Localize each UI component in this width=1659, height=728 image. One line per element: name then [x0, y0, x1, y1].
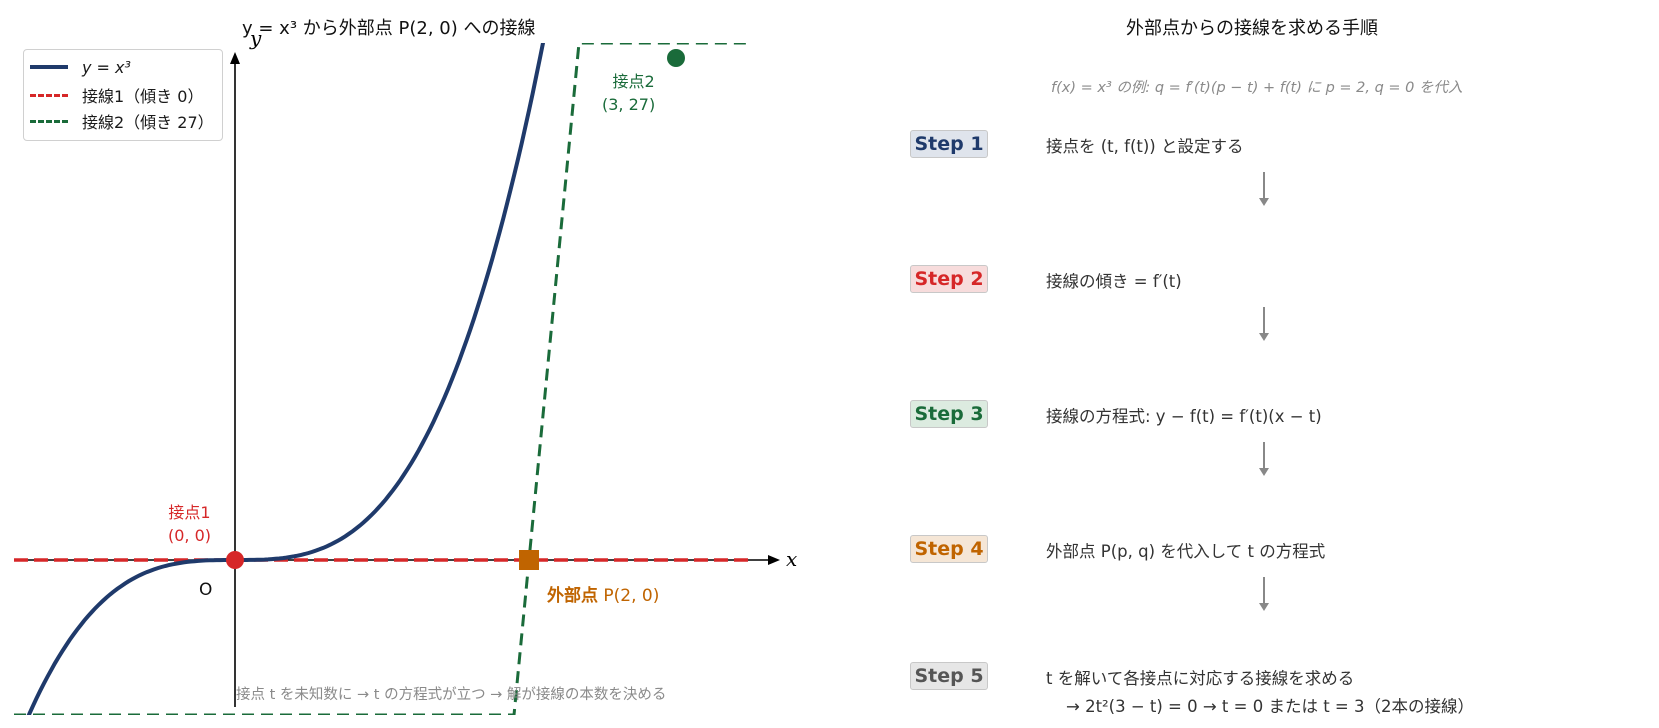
- external-point-marker: [519, 550, 539, 570]
- origin-label: O: [199, 580, 213, 600]
- chart-legend: y = x³ 接線1（傾き 0） 接線2（傾き 27）: [23, 49, 223, 141]
- step-5-result: → 2t²(3 − t) = 0 → t = 0 または t = 3（2本の接線…: [1066, 697, 1474, 716]
- legend-label-tangent-2: 接線2（傾き 27）: [82, 113, 214, 132]
- step-2-text: 接線の傾き = f′(t): [1046, 272, 1182, 291]
- step-5-text: t を解いて各接点に対応する接線を求める: [1046, 669, 1355, 688]
- step-4-text: 外部点 P(p, q) を代入して t の方程式: [1046, 542, 1326, 561]
- panel-subtitle: f(x) = x³ の例: q = f′(t)(p − t) + f(t) に …: [1051, 80, 1463, 96]
- tangent-point-2-coords: (3, 27): [602, 95, 656, 114]
- step-arrow-3-icon: [1259, 442, 1269, 476]
- step-arrow-2-icon: [1259, 307, 1269, 341]
- tangent-point-2-marker: [667, 49, 685, 67]
- step-4-badge: Step 4: [910, 535, 988, 563]
- tangent-point-1-label: 接点1 (0, 0): [168, 501, 211, 547]
- step-3-text: 接線の方程式: y − f(t) = f′(t)(x − t): [1046, 407, 1322, 426]
- y-axis-arrow-icon: [230, 52, 240, 64]
- y-axis-label: y: [250, 26, 262, 50]
- tangent-point-1-coords: (0, 0): [168, 526, 212, 545]
- legend-swatch-curve: [30, 65, 68, 69]
- tangent-point-1-marker: [226, 551, 244, 569]
- legend-item-tangent-2: 接線2（傾き 27）: [30, 110, 214, 132]
- legend-item-tangent-1: 接線1（傾き 0）: [30, 84, 203, 106]
- x-axis-arrow-icon: [768, 555, 780, 565]
- external-point-label: 外部点 P(2, 0): [547, 585, 659, 608]
- legend-item-curve: y = x³: [30, 56, 131, 78]
- step-arrow-4-icon: [1259, 577, 1269, 611]
- tangent-point-1-name: 接点1: [168, 503, 211, 522]
- step-5-badge: Step 5: [910, 662, 988, 690]
- chart-footnote: 接点 t を未知数に → t の方程式が立つ → 解が接線の本数を決める: [236, 687, 667, 703]
- chart-title: y = x³ から外部点 P(2, 0) への接線: [242, 18, 536, 39]
- step-3-badge: Step 3: [910, 400, 988, 428]
- x-axis-label: x: [786, 547, 798, 571]
- external-point-coords: P(2, 0): [603, 586, 660, 606]
- step-1-text: 接点を (t, f(t)) と設定する: [1046, 137, 1244, 156]
- step-1-badge: Step 1: [910, 130, 988, 158]
- external-point-name: 外部点: [547, 586, 598, 606]
- legend-label-curve: y = x³: [82, 57, 131, 77]
- axes: [14, 52, 780, 707]
- tangent-chart: [14, 43, 780, 715]
- tangent-point-2-label: 接点2 (3, 27): [602, 70, 655, 116]
- panel-title: 外部点からの接線を求める手順: [1126, 18, 1378, 39]
- step-arrow-1-icon: [1259, 172, 1269, 206]
- legend-swatch-tangent-2: [30, 119, 68, 123]
- cubic-curve: [26, 43, 546, 715]
- tangent-line-2: [14, 43, 749, 715]
- legend-swatch-tangent-1: [30, 93, 68, 97]
- legend-label-tangent-1: 接線1（傾き 0）: [82, 87, 204, 106]
- step-2-badge: Step 2: [910, 265, 988, 293]
- tangent-point-2-name: 接点2: [612, 72, 655, 91]
